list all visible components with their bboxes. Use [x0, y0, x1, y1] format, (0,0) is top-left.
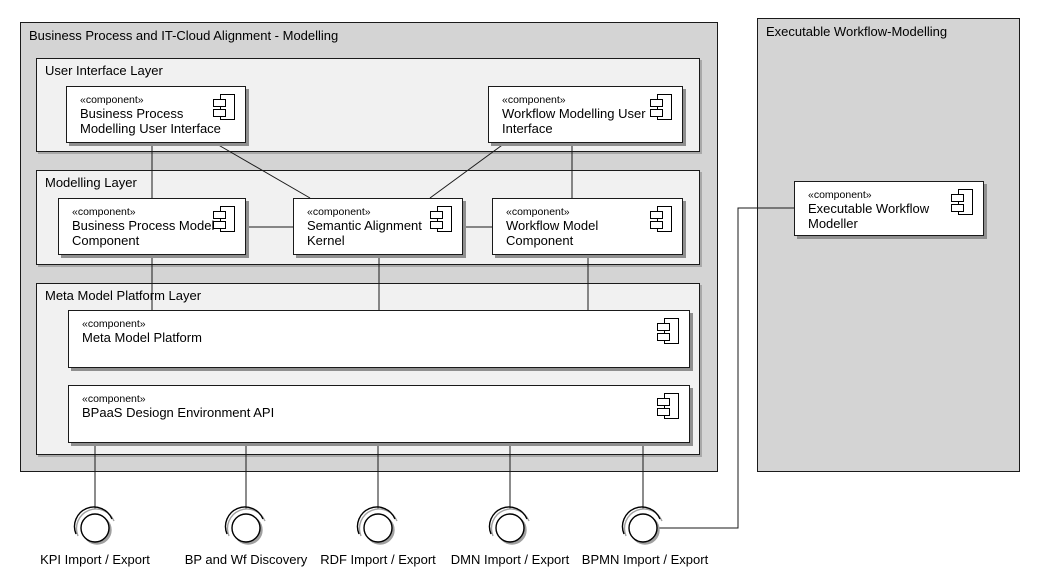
component-workflow-model-component[interactable]: «component» Workflow Model Component: [492, 198, 683, 255]
port-label-discovery: BP and Wf Discovery: [184, 552, 308, 567]
component-name: Workflow Modelling User Interface: [502, 106, 646, 136]
port-kpi-import-export[interactable]: [72, 505, 118, 551]
port-label-rdf: RDF Import / Export: [320, 552, 436, 567]
uml-component-icon: [650, 206, 672, 232]
uml-component-icon: [657, 393, 679, 419]
package-title: Executable Workflow-Modelling: [766, 24, 948, 39]
component-name: BPaaS Desiogn Environment API: [82, 405, 275, 420]
port-rdf-import-export[interactable]: [355, 505, 401, 551]
component-semantic-alignment-kernel[interactable]: «component» Semantic Alignment Kernel: [293, 198, 463, 255]
layer-title: Modelling Layer: [45, 175, 137, 190]
port-label-kpi: KPI Import / Export: [40, 552, 150, 567]
component-name: Business Process Model Component: [72, 218, 215, 248]
ball-and-socket-icon: [224, 506, 264, 543]
component-executable-workflow-modeller[interactable]: «component» Executable Workflow Modeller: [794, 181, 984, 236]
uml-component-icon: [213, 94, 235, 120]
component-business-process-model-component[interactable]: «component» Business Process Model Compo…: [58, 198, 246, 255]
component-workflow-modelling-user-interface[interactable]: «component» Workflow Modelling User Inte…: [488, 86, 683, 143]
port-bpmn-import-export[interactable]: [620, 505, 666, 551]
ball-and-socket-icon: [356, 506, 396, 543]
stereotype-label: «component»: [506, 206, 570, 218]
uml-component-icon: [657, 318, 679, 344]
port-dmn-import-export[interactable]: [487, 505, 533, 551]
component-meta-model-platform[interactable]: «component» Meta Model Platform: [68, 310, 690, 368]
stereotype-label: «component»: [72, 206, 136, 218]
port-label-dmn: DMN Import / Export: [450, 552, 570, 567]
component-bpaas-design-environment-api[interactable]: «component» BPaaS Desiogn Environment AP…: [68, 385, 690, 443]
component-name: Business Process Modelling User Interfac…: [80, 106, 221, 136]
stereotype-label: «component»: [82, 393, 146, 405]
port-label-bpmn: BPMN Import / Export: [581, 552, 709, 567]
ball-and-socket-icon: [488, 506, 528, 543]
component-name: Semantic Alignment Kernel: [307, 218, 422, 248]
package-executable-workflow-modelling[interactable]: Executable Workflow-Modelling: [757, 18, 1020, 472]
port-bp-and-wf-discovery[interactable]: [223, 505, 269, 551]
stereotype-label: «component»: [808, 189, 872, 201]
component-name: Meta Model Platform: [82, 330, 202, 345]
uml-component-icon: [213, 206, 235, 232]
ball-and-socket-icon: [621, 506, 661, 543]
stereotype-label: «component»: [82, 318, 146, 330]
stereotype-label: «component»: [80, 94, 144, 106]
component-business-process-modelling-user-interface[interactable]: «component» Business Process Modelling U…: [66, 86, 246, 143]
stereotype-label: «component»: [307, 206, 371, 218]
ball-and-socket-icon: [73, 506, 113, 543]
layer-title: User Interface Layer: [45, 63, 163, 78]
stereotype-label: «component»: [502, 94, 566, 106]
uml-component-icon: [650, 94, 672, 120]
component-name: Executable Workflow Modeller: [808, 201, 930, 231]
uml-component-icon: [430, 206, 452, 232]
component-name: Workflow Model Component: [506, 218, 599, 248]
layer-title: Meta Model Platform Layer: [45, 288, 202, 303]
uml-component-icon: [951, 189, 973, 215]
package-title: Business Process and IT-Cloud Alignment …: [29, 28, 339, 43]
